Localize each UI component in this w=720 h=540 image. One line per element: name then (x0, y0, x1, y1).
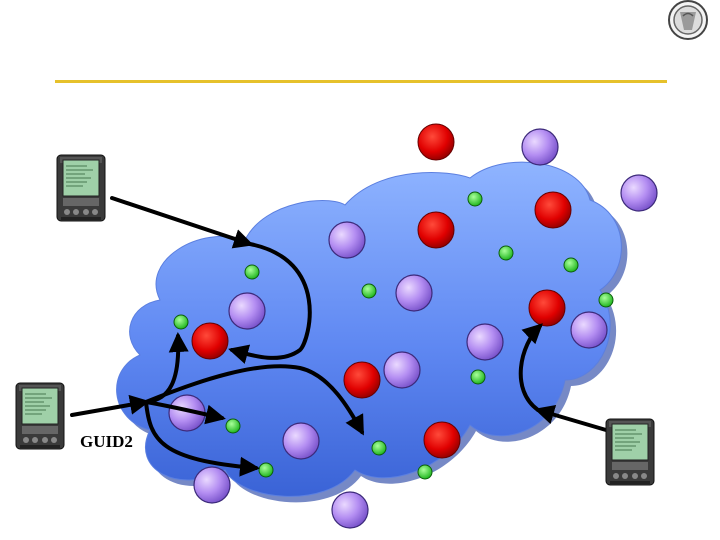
arrow (70, 394, 150, 417)
purple-host-nodes (168, 128, 658, 529)
purple-host (395, 274, 433, 312)
red-router (423, 421, 461, 459)
green-node (470, 369, 486, 385)
green-node (173, 314, 189, 330)
pda-device-icon (56, 154, 106, 222)
pda-device-icon (605, 418, 655, 486)
red-router-nodes (191, 123, 572, 459)
university-seal-icon (668, 0, 708, 40)
arrow (144, 400, 260, 477)
pda-device-icon (15, 382, 65, 450)
green-node (598, 292, 614, 308)
purple-host (328, 221, 366, 259)
purple-host (466, 323, 504, 361)
green-node (467, 191, 483, 207)
green-node (563, 257, 579, 273)
arrow (518, 323, 543, 412)
red-router (534, 191, 572, 229)
title-rule (55, 80, 667, 83)
red-router (343, 361, 381, 399)
green-node (361, 283, 377, 299)
purple-host (620, 174, 658, 212)
red-router (528, 289, 566, 327)
guid-label: GUID2 (80, 432, 133, 451)
green-node (498, 245, 514, 261)
purple-host (228, 292, 266, 330)
route-arrows (70, 196, 608, 477)
purple-host (193, 466, 231, 504)
arrow (144, 364, 364, 436)
red-router (191, 322, 229, 360)
arrow (110, 196, 254, 249)
red-router (417, 123, 455, 161)
purple-host (282, 422, 320, 460)
green-node (244, 264, 260, 280)
green-node (258, 462, 274, 478)
green-node (371, 440, 387, 456)
arrow (534, 404, 608, 432)
purple-host (383, 351, 421, 389)
red-router (417, 211, 455, 249)
purple-host (331, 491, 369, 529)
arrow (228, 242, 312, 364)
green-node (417, 464, 433, 480)
arrow (144, 400, 226, 425)
purple-host (521, 128, 559, 166)
green-node (225, 418, 241, 434)
purple-host (570, 311, 608, 349)
green-nodes (173, 191, 614, 480)
